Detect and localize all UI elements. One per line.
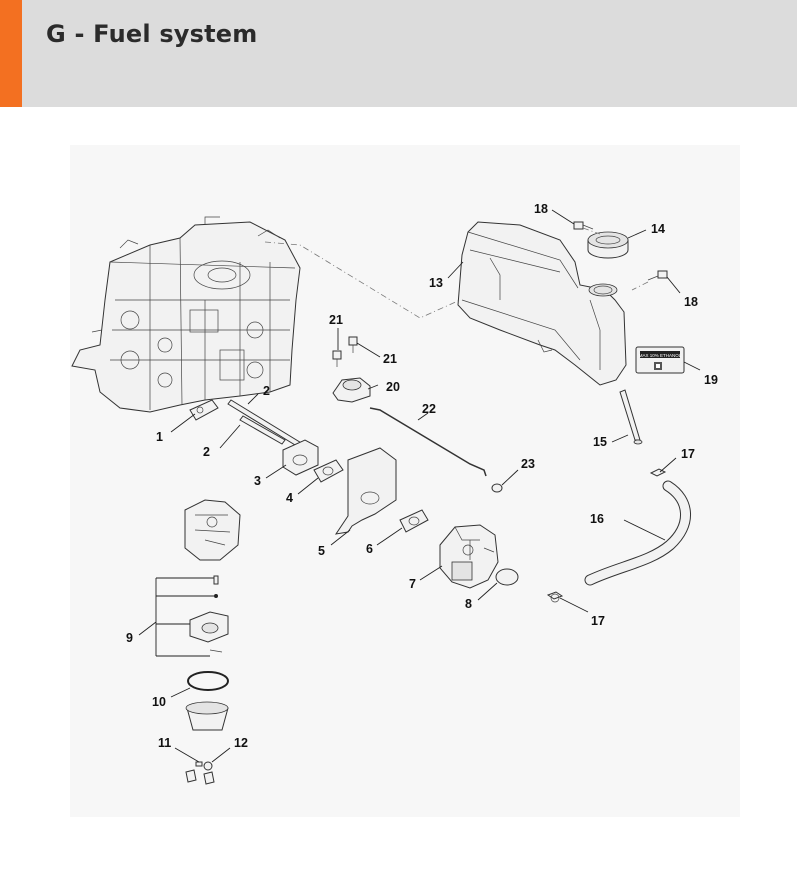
carburetor	[439, 524, 499, 589]
callout-17-lower: 17	[591, 614, 605, 628]
cap-screw-left	[332, 350, 342, 367]
drain-screw-11	[195, 761, 203, 767]
fuel-hose	[584, 480, 691, 586]
callout-21-upper: 21	[329, 313, 343, 327]
header-bar	[0, 0, 797, 107]
callout-2-lower: 2	[203, 445, 210, 459]
callout-19: 19	[704, 373, 718, 387]
carburetor-detail-view	[184, 499, 241, 561]
intake-spacer	[282, 439, 319, 476]
callout-10: 10	[152, 695, 166, 709]
mounting-stud-upper	[227, 399, 304, 449]
assembly-line-tank	[264, 241, 461, 319]
float-bowl-o-ring	[495, 568, 519, 586]
carburetor-repair-kit-parts	[189, 575, 229, 653]
fuel-pickup-tube	[619, 389, 643, 445]
carburetor-cap	[332, 377, 371, 403]
callout-17-upper: 17	[681, 447, 695, 461]
hose-clamp-lower	[546, 591, 564, 603]
callout-22: 22	[422, 402, 436, 416]
callout-7: 7	[409, 577, 416, 591]
callout-12: 12	[234, 736, 248, 750]
float-bowl-gasket	[187, 671, 229, 691]
callout-16: 16	[590, 512, 604, 526]
callout-8: 8	[465, 597, 472, 611]
callout-23: 23	[521, 457, 535, 471]
callout-9: 9	[126, 631, 133, 645]
exploded-parts-diagram: MAX 10% ETHANOL	[70, 145, 740, 817]
callout-1: 1	[156, 430, 163, 444]
screw-assembly-lines	[582, 227, 649, 291]
leader-lines	[138, 209, 701, 763]
tank-screw-right	[647, 270, 668, 281]
fuel-cap	[587, 231, 629, 259]
callout-21-right: 21	[383, 352, 397, 366]
tank-screw-upper	[573, 221, 594, 230]
label-text: MAX 10% ETHANOL	[639, 353, 682, 358]
callout-15: 15	[593, 435, 607, 449]
callout-13: 13	[429, 276, 443, 290]
callout-20: 20	[386, 380, 400, 394]
callout-3: 3	[254, 474, 261, 488]
callout-18-right: 18	[684, 295, 698, 309]
callout-5: 5	[318, 544, 325, 558]
engine-block	[71, 216, 301, 413]
mounting-stud-lower	[239, 415, 286, 445]
callout-2-upper: 2	[263, 384, 270, 398]
page-title: G - Fuel system	[46, 20, 258, 48]
callout-14: 14	[651, 222, 665, 236]
fuel-tank	[457, 221, 627, 386]
rod-clip	[491, 483, 503, 493]
ethanol-warning-label: MAX 10% ETHANOL	[635, 346, 685, 374]
carburetor-gasket-lower	[399, 509, 429, 533]
callout-18-upper: 18	[534, 202, 548, 216]
sealing-ring-12	[203, 761, 213, 771]
intake-gasket	[189, 399, 219, 421]
throttle-link-rod	[369, 407, 487, 477]
heat-shield-plate	[334, 447, 397, 535]
callout-numbers: 1 2 2 3 4 5 6 7 8 9 10 11 12 13 14 15 16…	[126, 202, 718, 750]
callout-6: 6	[366, 542, 373, 556]
callout-4: 4	[286, 491, 293, 505]
carburetor-gasket-upper	[313, 459, 344, 483]
header-accent-stripe	[0, 0, 22, 107]
cap-screw-right	[348, 336, 358, 353]
drain-bolts	[185, 769, 215, 785]
callout-11: 11	[158, 736, 171, 750]
float-bowl	[185, 701, 229, 731]
